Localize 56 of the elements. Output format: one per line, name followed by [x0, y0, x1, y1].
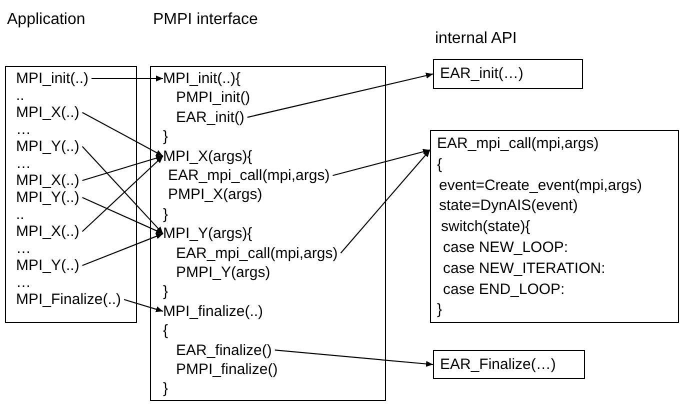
code-line: MPI_X(..) [16, 223, 80, 240]
code-line: PMPI_Y(args) [176, 264, 270, 281]
arrow [247, 72, 434, 118]
code-line: { [437, 156, 442, 173]
code-line: EAR_mpi_call(mpi,args) [168, 167, 330, 184]
arrow [82, 233, 164, 266]
code-line: MPI_X(..) [16, 172, 80, 189]
code-line: EAR_finalize() [176, 342, 272, 359]
code-line: EAR_init() [176, 108, 244, 126]
code-line: MPI_init(..){ [163, 70, 241, 87]
code-line: MPI_X(args){ [163, 148, 252, 165]
code-line: PMPI_init() [176, 89, 250, 106]
code-line: EAR_mpi_call(mpi,args) [176, 244, 338, 262]
ellipsis-text: … [16, 240, 31, 257]
code-line: } [437, 301, 442, 318]
arrow [82, 197, 164, 234]
arrow [274, 350, 434, 367]
column-heading: internal API [435, 29, 517, 48]
arrow [82, 112, 164, 157]
code-line: event=Create_event(mpi,args) [439, 176, 642, 194]
arrow [82, 155, 164, 182]
code-line: { [163, 322, 168, 340]
code-line: } [163, 283, 168, 300]
ellipsis-text: .. [16, 87, 24, 104]
code-line: state=DynAIS(event) [439, 197, 578, 214]
arrow [340, 150, 430, 254]
code-line: EAR_mpi_call(mpi,args) [437, 135, 599, 152]
code-line: } [163, 380, 168, 398]
arrow [332, 148, 430, 176]
code-line: case END_LOOP: [443, 280, 565, 298]
column-heading: Application [7, 10, 86, 29]
ellipsis-text: … [16, 155, 31, 172]
ellipsis-text: … [16, 121, 31, 138]
code-line: MPI_X(..) [16, 104, 80, 121]
ellipsis-text: .. [16, 206, 24, 223]
code-line: switch(state){ [441, 218, 530, 236]
column-heading: PMPI interface [153, 10, 259, 29]
code-line: MPI_init(..) [16, 70, 89, 87]
code-line: MPI_Y(args){ [163, 225, 252, 242]
code-box [430, 130, 679, 323]
code-line: PMPI_finalize() [176, 361, 278, 378]
arrow [124, 298, 164, 312]
function-box: EAR_init(…) [433, 59, 583, 89]
code-line: MPI_Finalize(..) [16, 291, 122, 308]
code-line: PMPI_X(args) [168, 186, 262, 204]
arrow [92, 76, 163, 82]
code-line: MPI_finalize(..) [163, 302, 264, 320]
code-line: MPI_Y(..) [16, 189, 80, 206]
code-line: MPI_Y(..) [16, 257, 80, 274]
code-line: MPI_Y(..) [16, 138, 80, 155]
code-line: } [163, 206, 168, 223]
code-line: case NEW_ITERATION: [443, 260, 606, 277]
code-line: } [163, 128, 168, 146]
ellipsis-text: … [16, 274, 31, 291]
code-line: case NEW_LOOP: [443, 239, 568, 256]
function-box: EAR_Finalize(…) [433, 350, 585, 379]
